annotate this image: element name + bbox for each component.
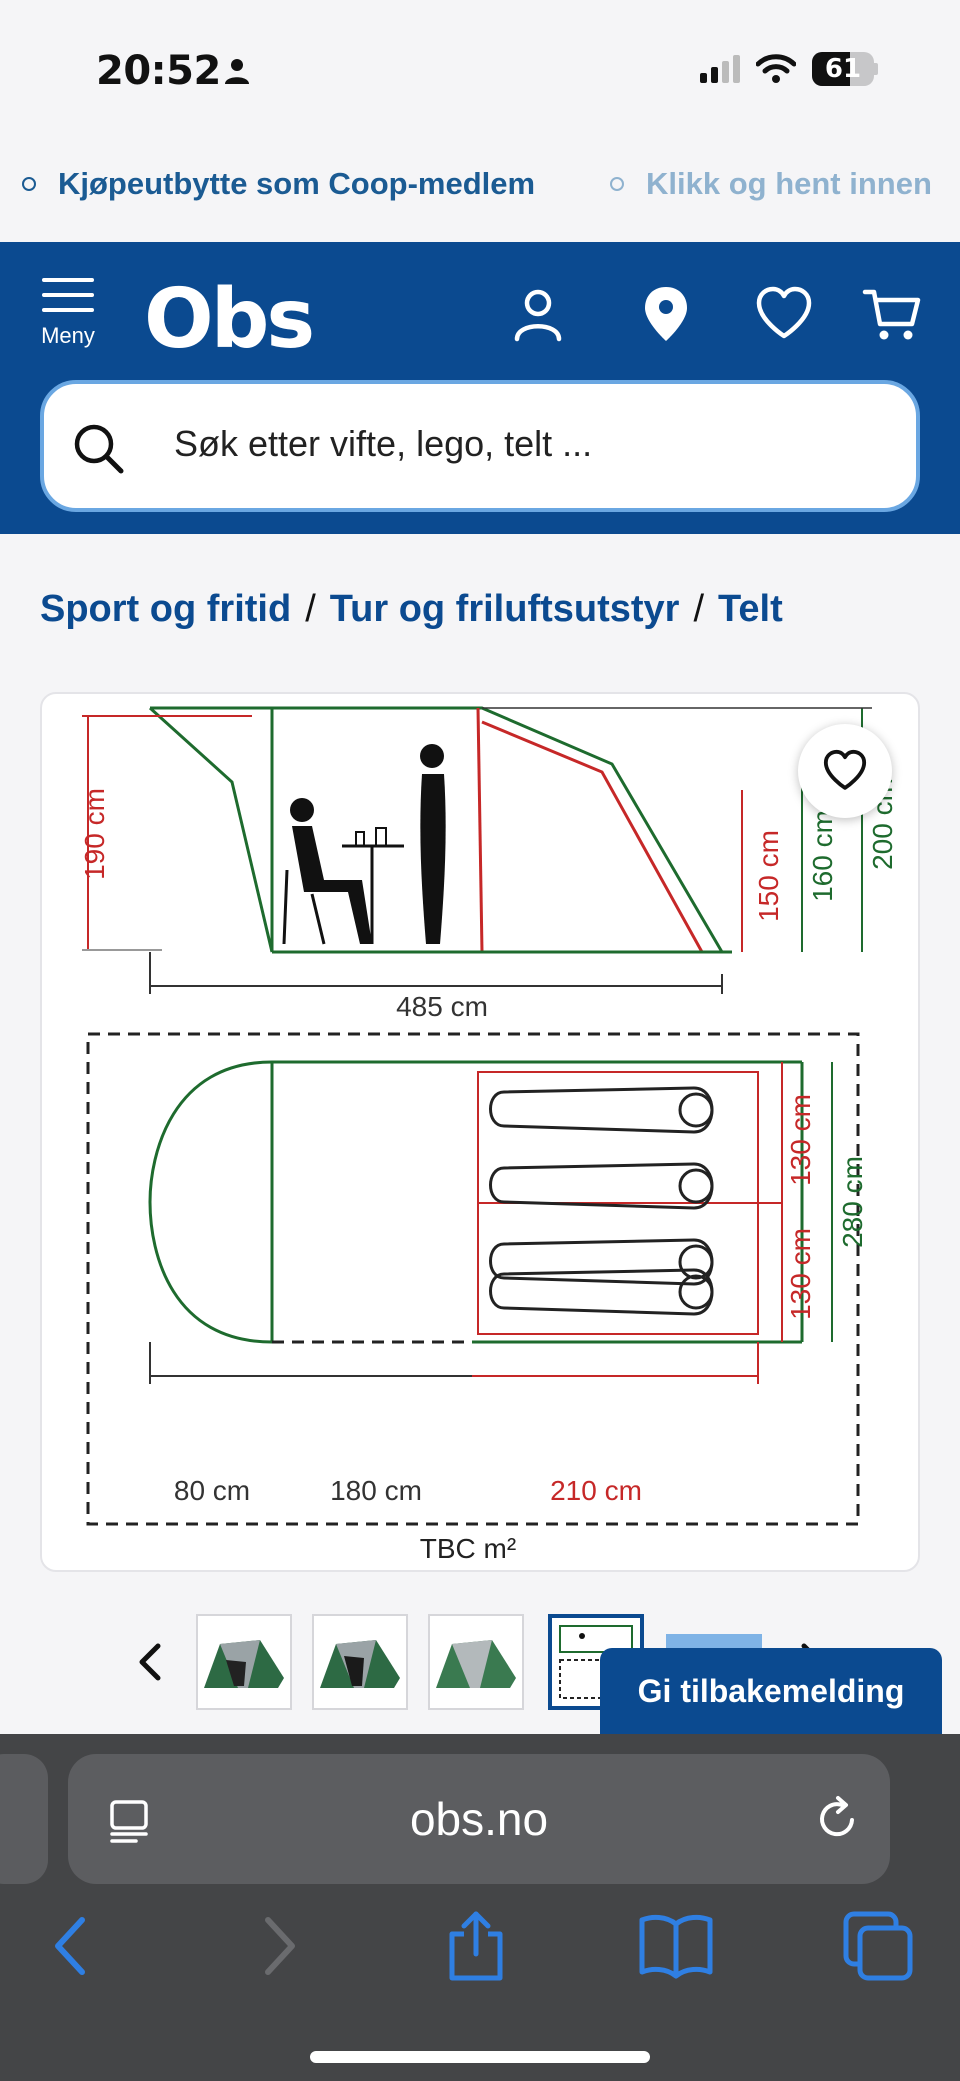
- dimension-label: 485 cm: [396, 991, 488, 1022]
- tent-side-view: 190 cm 150 cm 160 cm 200 cm 485 cm: [79, 706, 898, 1022]
- thumbnail[interactable]: [428, 1614, 524, 1710]
- dimension-label: 80 cm: [174, 1475, 250, 1506]
- bullet-icon: [22, 177, 36, 191]
- breadcrumb: Sport og fritid / Tur og friluftsutstyr …: [40, 588, 783, 631]
- search-icon[interactable]: [72, 422, 124, 474]
- tabs-icon[interactable]: [842, 1910, 914, 1982]
- breadcrumb-link[interactable]: Tur og friluftsutstyr: [329, 588, 680, 630]
- dimension-label: 180 cm: [330, 1475, 422, 1506]
- user-icon[interactable]: [508, 284, 568, 344]
- status-bar: 20:52 61: [0, 0, 960, 130]
- area-label: TBC m²: [420, 1533, 516, 1564]
- reader-mode-icon[interactable]: [106, 1796, 154, 1844]
- dimension-label: 130 cm: [785, 1228, 816, 1320]
- dimension-label: 150 cm: [753, 830, 784, 922]
- site-header: Meny Obs: [0, 242, 960, 534]
- hamburger-icon: [36, 278, 100, 312]
- address-bar[interactable]: obs.no: [68, 1754, 890, 1884]
- tent-floor-plan: 130 cm 130 cm 280 cm 80 cm 180 cm 210 cm…: [86, 1032, 868, 1564]
- status-indicators: 61: [700, 52, 878, 86]
- feedback-button[interactable]: Gi tilbakemelding: [600, 1648, 942, 1734]
- breadcrumb-separator: /: [305, 588, 316, 630]
- location-pin-icon[interactable]: [636, 284, 696, 344]
- breadcrumb-separator: /: [693, 588, 705, 630]
- breadcrumb-link[interactable]: Sport og fritid: [40, 588, 292, 630]
- back-icon[interactable]: [44, 1910, 100, 1982]
- url-text: obs.no: [409, 1793, 549, 1845]
- thumbnail[interactable]: [196, 1614, 292, 1710]
- tent-dimension-diagram: 190 cm 150 cm 160 cm 200 cm 485 cm: [79, 706, 898, 1564]
- person-icon: [225, 59, 249, 84]
- tent-photo-icon: [436, 1640, 516, 1688]
- battery-icon: 61: [812, 52, 874, 86]
- usp-item[interactable]: Klikk og hent innen: [610, 166, 932, 202]
- favorite-button[interactable]: [798, 724, 892, 818]
- share-icon[interactable]: [444, 1910, 508, 1982]
- status-time: 20:52: [96, 48, 221, 94]
- bullet-icon: [610, 177, 624, 191]
- forward-icon[interactable]: [250, 1910, 306, 1982]
- dimension-label: 190 cm: [79, 788, 110, 880]
- battery-level: 61: [824, 54, 862, 84]
- dimension-label: 280 cm: [837, 1156, 868, 1248]
- usp-item[interactable]: Kjøpeutbytte som Coop-medlem: [22, 166, 535, 202]
- tent-photo-icon: [320, 1640, 400, 1688]
- thumbnail[interactable]: [666, 1614, 762, 1710]
- dimension-label: 210 cm: [550, 1475, 642, 1506]
- dimension-label: 130 cm: [785, 1094, 816, 1186]
- product-image[interactable]: 190 cm 150 cm 160 cm 200 cm 485 cm: [40, 692, 920, 1572]
- breadcrumb-link[interactable]: Telt: [718, 588, 783, 630]
- thumbnail[interactable]: [312, 1614, 408, 1710]
- reload-icon[interactable]: [812, 1794, 862, 1844]
- cart-icon[interactable]: [862, 284, 922, 344]
- search-input[interactable]: [174, 414, 874, 474]
- browser-toolbar: obs.no: [0, 1734, 960, 2081]
- previous-tab-preview[interactable]: [0, 1754, 48, 1884]
- chevron-left-icon[interactable]: [130, 1640, 170, 1684]
- usp-ticker: Kjøpeutbytte som Coop-medlem Klikk og he…: [0, 130, 960, 242]
- heart-icon[interactable]: [754, 284, 814, 344]
- cellular-signal-icon: [700, 55, 740, 83]
- tent-photo-icon: [204, 1640, 284, 1688]
- menu-label: Meny: [41, 323, 95, 348]
- heart-outline-icon: [823, 749, 867, 790]
- menu-button[interactable]: Meny: [36, 278, 100, 349]
- obs-logo[interactable]: Obs: [144, 272, 315, 367]
- home-indicator: [310, 2051, 650, 2063]
- search-bar[interactable]: [40, 380, 920, 512]
- dimension-label: 160 cm: [807, 810, 838, 902]
- bookmarks-icon[interactable]: [638, 1910, 714, 1982]
- wifi-icon: [756, 54, 796, 83]
